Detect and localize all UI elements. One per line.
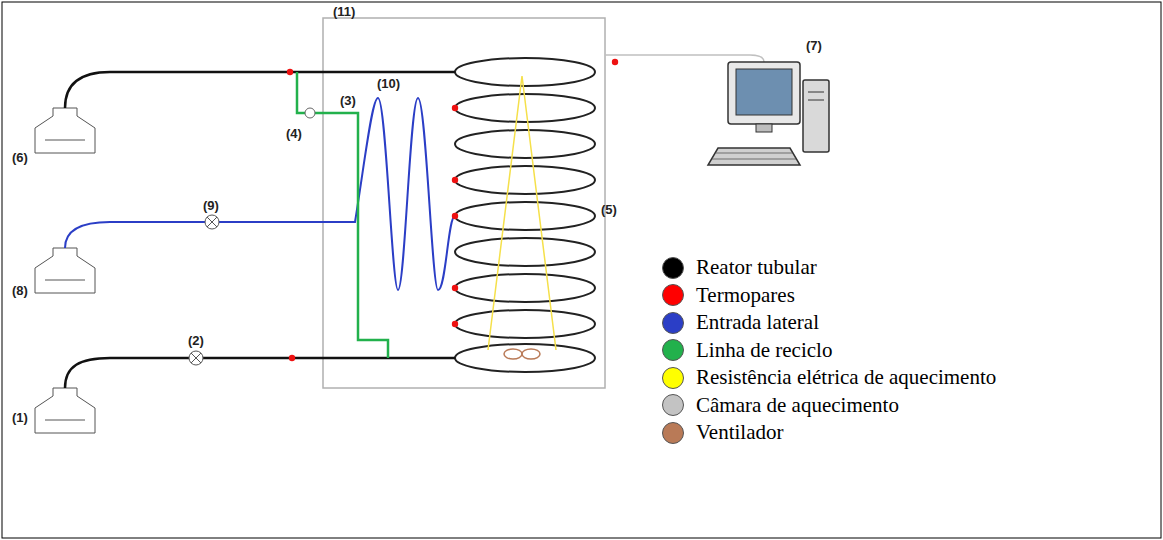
callout-number: (4) bbox=[286, 126, 302, 141]
callout-number: (7) bbox=[806, 38, 822, 53]
legend-row: Termopares bbox=[662, 282, 996, 310]
legend-text: Ventilador bbox=[696, 420, 783, 445]
callout-number: (11) bbox=[333, 4, 355, 19]
legend-swatch bbox=[662, 312, 684, 334]
legend-text: Linha de reciclo bbox=[696, 338, 832, 363]
recycle-line bbox=[297, 72, 388, 358]
legend-row: Câmara de aquecimento bbox=[662, 392, 996, 420]
callout-number: (1) bbox=[12, 410, 28, 425]
legend-text: Entrada lateral bbox=[696, 310, 819, 335]
callout-number: (9) bbox=[203, 198, 219, 213]
legend-swatch bbox=[662, 422, 684, 444]
callout-number: (3) bbox=[340, 93, 356, 108]
pumps bbox=[189, 215, 219, 365]
fan bbox=[504, 349, 540, 359]
data-cable bbox=[605, 55, 764, 62]
legend-text: Câmara de aquecimento bbox=[696, 393, 899, 418]
callout-number: (2) bbox=[188, 333, 204, 348]
legend-swatch bbox=[662, 339, 684, 361]
legend-swatch bbox=[662, 394, 684, 416]
legend-row: Resistência elétrica de aquecimento bbox=[662, 364, 996, 392]
computer bbox=[708, 62, 829, 165]
legend: Reator tubularTermoparesEntrada lateralL… bbox=[662, 254, 996, 447]
legend-row: Entrada lateral bbox=[662, 309, 996, 337]
legend-text: Reator tubular bbox=[696, 255, 817, 280]
legend-row: Reator tubular bbox=[662, 254, 996, 282]
heating-resistor bbox=[488, 76, 556, 350]
callout-number: (8) bbox=[12, 283, 28, 298]
valve bbox=[305, 108, 315, 118]
legend-row: Ventilador bbox=[662, 419, 996, 447]
heating-chamber bbox=[323, 18, 605, 388]
legend-swatch bbox=[662, 367, 684, 389]
legend-text: Resistência elétrica de aquecimento bbox=[696, 365, 996, 390]
legend-text: Termopares bbox=[696, 283, 795, 308]
legend-swatch bbox=[662, 257, 684, 279]
reactor-tubes bbox=[65, 72, 455, 388]
callout-number: (6) bbox=[12, 150, 28, 165]
legend-row: Linha de reciclo bbox=[662, 337, 996, 365]
legend-swatch bbox=[662, 284, 684, 306]
side-inlet bbox=[65, 98, 455, 290]
thermocouples bbox=[287, 59, 618, 361]
callout-number: (10) bbox=[377, 76, 400, 91]
callout-number: (5) bbox=[601, 202, 617, 217]
reactor-coil bbox=[455, 58, 595, 372]
